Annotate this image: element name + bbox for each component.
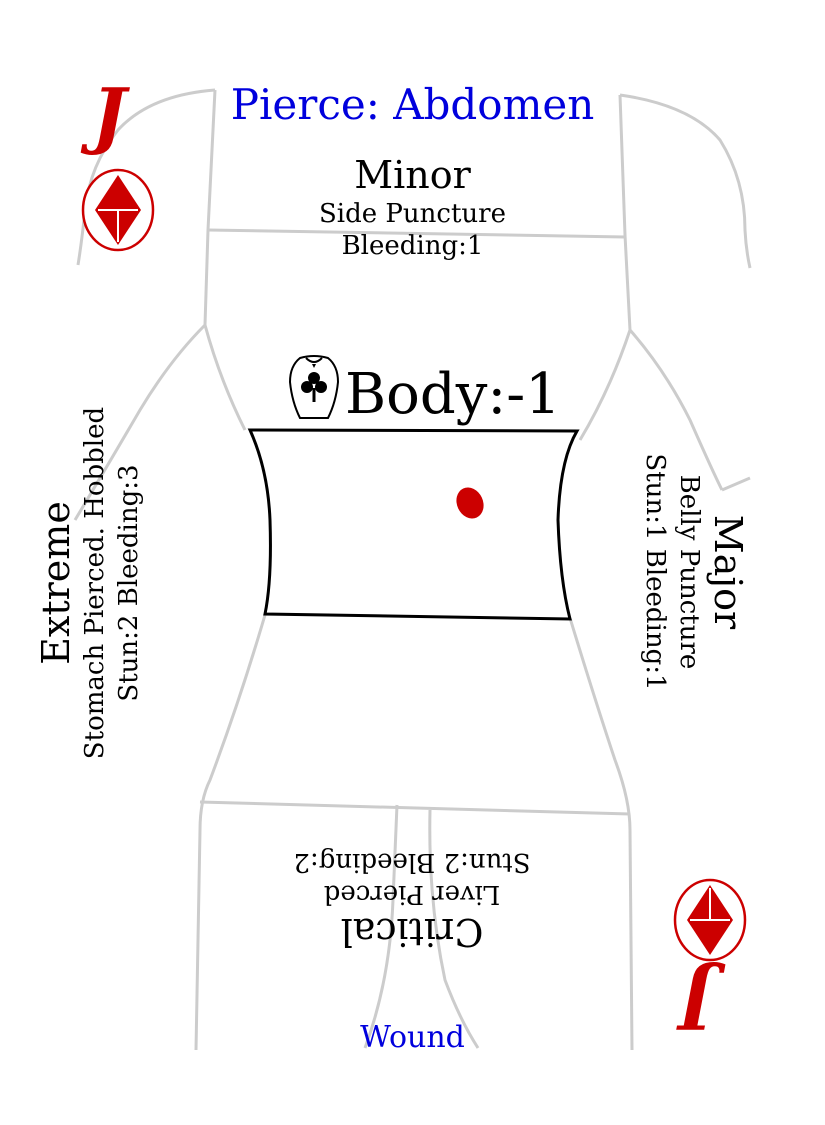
major-heading: Major	[706, 514, 750, 630]
extreme-effect: Stomach Pierced. Hobbled	[80, 406, 110, 760]
critical-stats: Stun:2 Bleeding:2	[293, 847, 531, 877]
extreme-block: Extreme Stomach Pierced. Hobbled Stun:2 …	[34, 323, 154, 843]
minor-heading: Minor	[354, 153, 471, 197]
minor-effect: Side Puncture	[319, 199, 506, 229]
torso-club-icon	[288, 355, 340, 419]
card-title: Pierce: Abdomen	[230, 80, 595, 129]
rank-top-left: J	[92, 72, 127, 157]
diamond-icon	[81, 168, 155, 252]
minor-stats: Bleeding:1	[341, 231, 484, 261]
major-block: Major Belly Puncture Stun:1 Bleeding:1	[630, 322, 750, 822]
extreme-stats: Stun:2 Bleeding:3	[114, 464, 144, 702]
major-effect: Belly Puncture	[674, 474, 704, 670]
diamond-icon	[673, 878, 747, 962]
wound-location-dot	[456, 487, 484, 519]
critical-block: Critical Liver Pierced Stun:2 Bleeding:2	[162, 844, 662, 954]
extreme-heading: Extreme	[34, 501, 78, 665]
critical-effect: Liver Pierced	[323, 879, 501, 909]
body-modifier-label: Body:-1	[345, 362, 561, 427]
critical-heading: Critical	[340, 910, 484, 954]
major-stats: Stun:1 Bleeding:1	[640, 453, 670, 691]
card-type-label: Wound	[360, 1020, 465, 1055]
